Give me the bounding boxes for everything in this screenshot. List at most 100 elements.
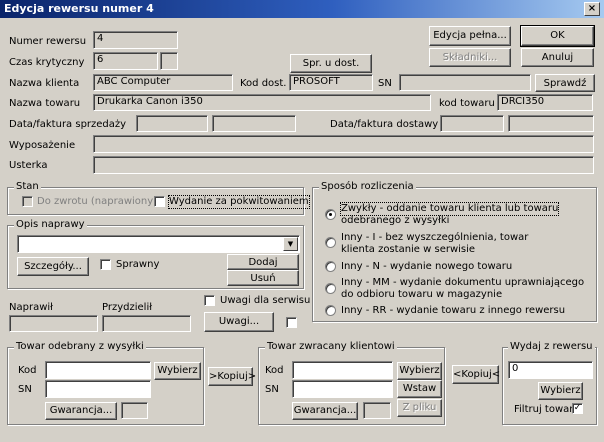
wyposazenie-field bbox=[93, 135, 594, 153]
z-pliku-button[interactable]: Z pliku bbox=[397, 399, 442, 417]
sprawdz-button[interactable]: Sprawdź bbox=[535, 74, 595, 92]
kod1-label: Kod bbox=[18, 365, 37, 376]
numer-rewersu-label: Numer rewersu bbox=[9, 36, 87, 47]
close-icon: × bbox=[587, 3, 597, 14]
numer-rewersu-field: 4 bbox=[93, 31, 178, 49]
gwarancja1-button[interactable]: Gwarancja... bbox=[45, 402, 117, 420]
uwagi-label: Uwagi... bbox=[218, 316, 260, 327]
sposob-rozliczenia-group bbox=[312, 187, 597, 322]
nazwa-klienta-label: Nazwa klienta bbox=[9, 78, 80, 89]
szczegoly-button[interactable]: Szczegóły... bbox=[17, 257, 89, 276]
radio-inny-i-line1: Inny - I - bez wyszczególnienia, towar bbox=[341, 232, 529, 243]
do-zwrotu-checkbox[interactable] bbox=[22, 196, 33, 207]
filtruj-towar-label: Filtruj towar bbox=[514, 404, 574, 415]
opis-naprawy-dropdown-button[interactable]: ▼ bbox=[283, 237, 298, 251]
usun-button[interactable]: Usuń bbox=[227, 270, 299, 286]
kopiuj-right-button[interactable]: >Kopiuj> bbox=[208, 367, 257, 386]
anuluj-label: Anuluj bbox=[541, 52, 574, 63]
wybierz1-button[interactable]: Wybierz bbox=[154, 362, 201, 380]
opis-naprawy-group bbox=[7, 225, 304, 289]
dodaj-button[interactable]: Dodaj bbox=[227, 254, 299, 270]
usun-label: Usuń bbox=[250, 273, 276, 284]
usterka-field bbox=[93, 156, 594, 174]
kopiuj-left-button[interactable]: <Kopiuj< bbox=[452, 365, 500, 384]
edycja-pelna-label: Edycja pełna... bbox=[433, 30, 507, 41]
towar-zwracany-title: Towar zwracany klientowi bbox=[265, 341, 397, 353]
window-title: Edycja rewersu numer 4 bbox=[4, 2, 154, 15]
sprawdz-label: Sprawdź bbox=[543, 78, 587, 89]
radio-inny-mm[interactable] bbox=[325, 283, 336, 294]
wyposazenie-label: Wyposażenie bbox=[9, 140, 76, 151]
opis-naprawy-group-title: Opis naprawy bbox=[14, 219, 87, 231]
ok-label: OK bbox=[550, 30, 565, 41]
radio-zwykly-line1: Zwykły - oddanie towaru klienta lub towa… bbox=[339, 202, 560, 216]
spr-u-dost-button[interactable]: Spr. u dost. bbox=[290, 54, 372, 73]
do-zwrotu-label: Do zwrotu (naprawiony) bbox=[37, 196, 158, 207]
uwagi-dla-serwisu-checkbox[interactable] bbox=[204, 295, 215, 306]
wydaj-input[interactable]: 0 bbox=[508, 361, 593, 379]
title-bar[interactable]: Edycja rewersu numer 4 × bbox=[0, 0, 604, 18]
skladniki-button[interactable]: Składniki... bbox=[429, 48, 511, 67]
nazwa-klienta-field: ABC Computer bbox=[93, 74, 233, 91]
spr-u-dost-label: Spr. u dost. bbox=[302, 58, 360, 69]
kod-dost-label: Kod dost. bbox=[240, 78, 287, 89]
faktura-dostawy-field bbox=[508, 115, 594, 132]
data-dostawy-field bbox=[440, 115, 504, 132]
dodaj-label: Dodaj bbox=[248, 257, 278, 268]
anuluj-button[interactable]: Anuluj bbox=[521, 48, 594, 67]
chevron-down-icon: ▼ bbox=[287, 240, 294, 248]
check-icon: ✓ bbox=[573, 403, 582, 413]
czas-krytyczny-unit-field bbox=[160, 52, 178, 70]
towar-odebrany-title: Towar odebrany z wysyłki bbox=[14, 341, 146, 353]
uwagi-button[interactable]: Uwagi... bbox=[204, 312, 274, 332]
wstaw-button[interactable]: Wstaw bbox=[397, 380, 442, 398]
kod2-input[interactable] bbox=[292, 361, 393, 379]
sn-field bbox=[399, 74, 531, 91]
wybierz2-label: Wybierz bbox=[399, 365, 440, 376]
czas-krytyczny-label: Czas krytyczny bbox=[9, 57, 85, 68]
sprawny-label: Sprawny bbox=[116, 259, 160, 270]
radio-inny-mm-line1: Inny - MM - wydanie dokumentu uprawniają… bbox=[341, 277, 585, 288]
radio-inny-i[interactable] bbox=[325, 237, 336, 248]
radio-zwykly[interactable] bbox=[325, 209, 336, 220]
radio-inny-n[interactable] bbox=[325, 261, 336, 272]
close-button[interactable]: × bbox=[584, 2, 600, 16]
sn-label: SN bbox=[378, 78, 392, 89]
szczegoly-label: Szczegóły... bbox=[24, 261, 82, 272]
wybierz3-label: Wybierz bbox=[540, 385, 581, 396]
faktura-sprzedazy-field bbox=[212, 115, 296, 132]
nazwa-towaru-label: Nazwa towaru bbox=[9, 98, 81, 109]
radio-inny-rr[interactable] bbox=[325, 305, 336, 316]
skladniki-label: Składniki... bbox=[442, 52, 498, 63]
wybierz3-button[interactable]: Wybierz bbox=[538, 382, 583, 400]
radio-zwykly-line2: odebranego z wysyłki bbox=[341, 215, 450, 226]
sn2-input[interactable] bbox=[292, 380, 393, 398]
sn1-input[interactable] bbox=[45, 380, 151, 398]
kopiuj-right-label: >Kopiuj> bbox=[209, 371, 257, 382]
naprawil-label: Naprawił bbox=[9, 302, 53, 313]
filtruj-towar-checkbox[interactable]: ✓ bbox=[572, 403, 583, 414]
edycja-pelna-button[interactable]: Edycja pełna... bbox=[429, 26, 511, 46]
gwarancja2-button[interactable]: Gwarancja... bbox=[292, 402, 358, 420]
wydanie-za-pokwitowaniem-label: Wydanie za pokwitowaniem bbox=[168, 195, 310, 209]
wydanie-za-pokwitowaniem-checkbox[interactable] bbox=[154, 196, 165, 207]
wstaw-label: Wstaw bbox=[402, 383, 437, 394]
uwagi-dla-serwisu-label: Uwagi dla serwisu bbox=[220, 295, 311, 306]
opis-naprawy-combo[interactable] bbox=[17, 235, 300, 253]
data-sprzedazy-field bbox=[136, 115, 208, 132]
kod-dost-field: PROSOFT bbox=[289, 74, 373, 91]
stan-group-title: Stan bbox=[14, 181, 41, 193]
sn1-label: SN bbox=[18, 384, 32, 395]
ok-button[interactable]: OK bbox=[520, 25, 595, 47]
wybierz1-label: Wybierz bbox=[157, 365, 198, 376]
kod2-label: Kod bbox=[265, 365, 284, 376]
kod1-input[interactable] bbox=[45, 361, 151, 379]
nazwa-towaru-field: Drukarka Canon i350 bbox=[93, 94, 431, 111]
data-sprzedazy-label: Data/faktura sprzedaży bbox=[9, 119, 127, 130]
uwagi-flag-checkbox[interactable] bbox=[286, 317, 297, 328]
radio-inny-mm-line2: do odbioru towaru w magazynie bbox=[341, 289, 503, 300]
sprawny-checkbox[interactable] bbox=[100, 259, 111, 270]
wybierz2-button[interactable]: Wybierz bbox=[397, 362, 442, 380]
radio-inny-i-line2: klienta zostanie w serwisie bbox=[341, 244, 476, 255]
